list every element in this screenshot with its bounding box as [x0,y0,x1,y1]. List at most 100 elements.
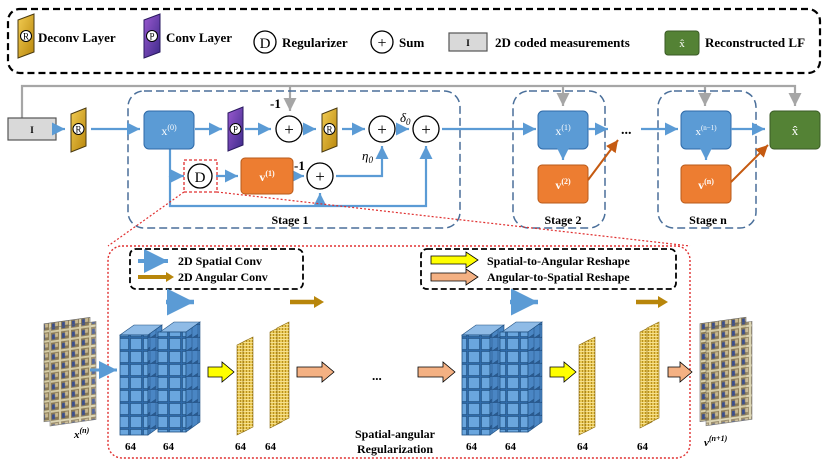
block1-s2a-arrow [207,361,235,383]
block1-channels-b: 64 [163,441,175,453]
conv-symbol: P [149,32,154,42]
block2-channels-d: 64 [637,441,649,453]
stage2-box [512,90,606,229]
stagen-label: Stage n [689,213,727,227]
block2-channels-b: 64 [505,441,517,453]
output-v-label: v(n+1) [704,434,728,449]
output-node [769,110,821,150]
stagen-box [657,90,757,229]
recon-legend-label: Reconstructed LF [705,35,805,50]
sum-legend-label: Sum [399,35,424,50]
arrow-x0-down-to-D [168,148,184,183]
stage-ellipsis: ... [621,123,632,138]
minus-one-top: -1 [270,96,281,111]
sum-node-3 [412,115,440,143]
v1-node [240,157,294,195]
deconv-layer-2-symbol: R [326,125,332,135]
measurement-skip-lines [20,84,802,118]
a2s-arrow [430,268,479,286]
deconv-symbol: R [23,32,29,42]
angular-conv-block-1 [236,321,290,436]
stage1-box [127,90,461,229]
reg-title-line1: Spatial-angular [355,427,436,441]
block1-channels-a: 64 [125,441,137,453]
regularizer-icon [253,30,277,54]
block1-a2s-arrow [296,361,335,383]
arrow-v2-to-next [587,139,619,181]
minus-one-mid: -1 [294,158,305,173]
block2-entry-a2s-arrow [417,361,456,383]
regularization-detail: 2D Spatial Conv 2D Angular Conv Spatial-… [43,191,753,459]
xn1-label: x(n−1) [695,124,717,138]
regularization-box [107,245,691,459]
measurement-symbol: I [466,38,470,48]
block2-exit-a2s-arrow [667,361,693,383]
regularizer-node [187,163,213,189]
v2-label: v(2) [555,177,571,192]
block2-channels-a: 64 [466,441,478,453]
input-x-label: x(n) [73,426,90,441]
x0-label: x(0) [161,123,177,138]
pipeline: I R x(0) P + [7,84,821,229]
conv-layer-1-symbol: P [233,125,238,135]
block1-channels-c: 64 [235,441,247,453]
sum-node-1 [275,115,303,143]
regularizer-legend-label: Regularizer [282,35,348,50]
zoom-line-left [107,191,185,247]
regularizer-symbol: D [260,36,271,52]
spatial-conv-legend-label: 2D Spatial Conv [178,254,262,268]
measurement-icon [448,32,488,52]
sum-symbol: + [377,35,386,52]
x0-node [143,110,195,150]
angular-conv-block-2 [578,321,660,436]
recon-symbol: x̂ [679,38,685,50]
s2a-arrow [430,251,479,269]
deconv-layer-1-symbol: R [75,125,81,135]
angular-conv-legend-label: 2D Angular Conv [178,270,268,284]
legend-conv: P Conv Layer [143,13,232,59]
input-measurement-label: I [30,125,34,135]
output-label: x̂ [792,123,799,138]
recon-icon [664,30,700,56]
zoom-line-right [216,191,691,247]
v1-label: v(1) [259,169,275,184]
regularizer-node-symbol: D [195,170,206,186]
delta-label: δ0 [400,110,411,127]
stage2-label: Stage 2 [545,213,582,227]
output-lightfield [699,316,753,427]
sum-node-2 [368,115,396,143]
x1-label: x(1) [555,123,571,138]
legend: R Deconv Layer P Conv Layer D Regularize… [6,7,822,75]
eta-label: η0 [362,148,373,165]
legend-sum: + Sum [370,30,424,54]
s2a-legend-label: Spatial-to-Angular Reshape [487,254,630,268]
conv-legend-box [129,248,304,290]
legend-recon: x̂ Reconstructed LF [664,30,805,56]
sum-node-4 [306,162,334,190]
a2s-legend-label: Angular-to-Spatial Reshape [487,270,630,284]
reg-ellipsis: ... [372,368,382,383]
sum-node-3-symbol: + [421,120,431,139]
sum-node-1-symbol: + [284,120,294,139]
sum-icon [370,30,394,54]
sum-node-4-symbol: + [315,167,325,186]
arrow-bypass-to-sum3 [168,146,433,208]
regularizer-highlight [183,159,218,193]
block2-channels-c: 64 [577,441,589,453]
stage1-label: Stage 1 [272,213,309,227]
reg-title-line2: Regularization [357,442,433,456]
arrow-sum4-to-sum2 [336,146,389,178]
input-lightfield [43,317,97,427]
spatial-conv-block-1 [119,321,201,436]
arrow-vn-to-output [730,144,769,183]
legend-deconv: R Deconv Layer [17,13,116,59]
sum-node-2-symbol: + [377,120,387,139]
legend-border [6,7,822,75]
block1-channels-d: 64 [265,441,277,453]
legend-measurement: I 2D coded measurements [448,32,630,52]
spatial-conv-block-2 [461,321,543,436]
deconv-legend-label: Deconv Layer [38,30,116,45]
conv-legend-label: Conv Layer [166,30,232,45]
vn-label: v(n) [698,177,714,192]
